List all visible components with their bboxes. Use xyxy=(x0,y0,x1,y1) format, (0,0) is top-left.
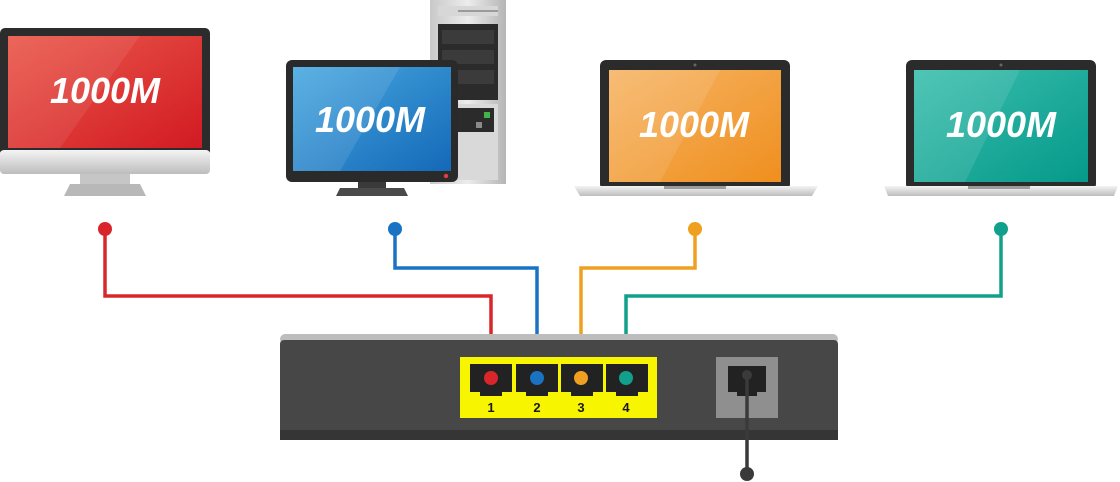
desktop-pc: 1000M xyxy=(286,0,506,196)
plug-blue xyxy=(530,371,544,385)
port-label-4: 4 xyxy=(622,400,630,415)
laptop-teal-screen xyxy=(914,70,1088,182)
cable-orange xyxy=(579,229,697,378)
uplink-plug xyxy=(742,370,752,380)
uplink-endpoint xyxy=(740,467,754,481)
endpoint-blue xyxy=(388,222,402,236)
laptop-orange-speed-label: 1000M xyxy=(639,104,750,145)
imac-screen xyxy=(8,36,202,148)
plug-teal xyxy=(619,371,633,385)
plug-orange xyxy=(574,371,588,385)
imac-monitor: 1000M xyxy=(0,28,210,196)
port-label-1: 1 xyxy=(487,400,494,415)
desktop-speed-label: 1000M xyxy=(315,99,426,140)
cable-blue xyxy=(393,229,539,378)
network-switch: 1 2 3 4 xyxy=(280,334,838,440)
port-label-3: 3 xyxy=(577,400,584,415)
port-label-2: 2 xyxy=(533,400,540,415)
uplink-cable xyxy=(740,370,754,481)
endpoint-orange xyxy=(688,222,702,236)
endpoint-teal xyxy=(994,222,1008,236)
laptop-orange: 1000M xyxy=(574,60,818,196)
laptop-teal-speed-label: 1000M xyxy=(946,104,1057,145)
endpoint-red xyxy=(98,222,112,236)
pc-monitor-screen xyxy=(293,67,451,171)
imac-speed-label: 1000M xyxy=(50,70,161,111)
laptop-orange-screen xyxy=(609,70,781,182)
cable-endpoints xyxy=(98,222,1008,236)
plug-red xyxy=(484,371,498,385)
laptop-teal: 1000M xyxy=(884,60,1118,196)
